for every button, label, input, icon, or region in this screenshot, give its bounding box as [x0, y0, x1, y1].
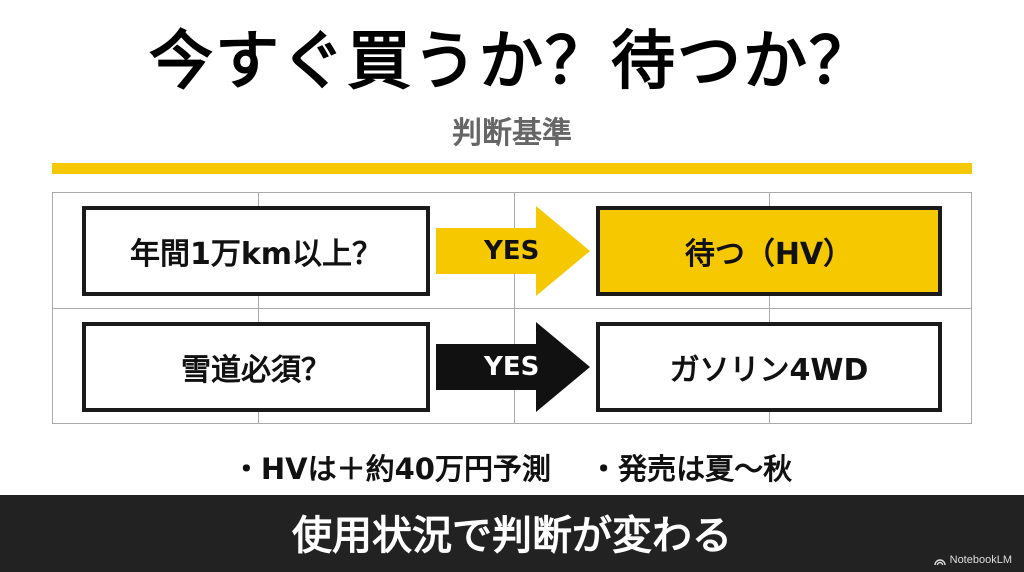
grid-line — [53, 308, 971, 309]
brand-watermark: NotebookLM — [933, 554, 1012, 566]
grid-line — [514, 193, 515, 423]
question-box-mileage: 年間1万km以上？ — [82, 206, 430, 296]
question-text: 雪道必須？ — [181, 353, 331, 388]
question-text: 年間1万km以上？ — [129, 237, 383, 272]
question-box-snow: 雪道必須？ — [82, 322, 430, 412]
result-box-wait-hv: 待つ（HV） — [596, 206, 942, 296]
result-text: 待つ（HV） — [684, 237, 854, 272]
notes-line: ・HVは＋約40万円予測 ・発売は夏〜秋 — [0, 446, 1024, 488]
grid-line — [769, 193, 770, 423]
result-box-gas-4wd: ガソリン4WD — [596, 322, 942, 412]
page-title: 今すぐ買うか？待つか？ — [149, 25, 875, 99]
yes-arrow-yellow: YES — [436, 206, 590, 296]
accent-divider — [52, 163, 972, 174]
arrow-label: YES — [484, 236, 540, 266]
footer-banner: 使用状況で判断が変わる NotebookLM — [0, 495, 1024, 572]
result-text: ガソリン4WD — [669, 353, 869, 388]
footer-message: 使用状況で判断が変わる — [292, 513, 732, 559]
page-subtitle: 判断基準 — [452, 116, 572, 151]
grid-line — [258, 193, 259, 423]
arrow-label: YES — [484, 352, 540, 382]
brand-name: NotebookLM — [949, 554, 1012, 566]
arrow-right-icon — [436, 322, 590, 412]
yes-arrow-black: YES — [436, 322, 590, 412]
notebooklm-logo-icon — [933, 559, 946, 565]
note-price: ・HVは＋約40万円予測 — [231, 452, 551, 486]
flow-grid — [52, 192, 972, 424]
arrow-right-icon — [436, 206, 590, 296]
note-release: ・発売は夏〜秋 — [589, 452, 793, 486]
